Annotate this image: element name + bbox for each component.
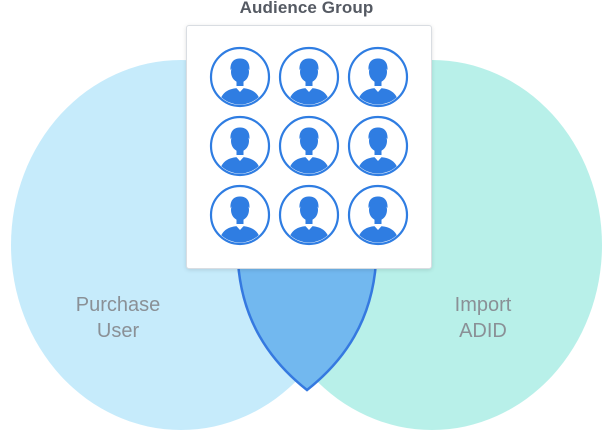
avatar-grid bbox=[209, 46, 409, 253]
intersection-lens bbox=[236, 260, 378, 392]
user-avatar-icon bbox=[347, 184, 409, 246]
user-avatar-icon bbox=[209, 115, 271, 177]
purchase-user-label-line1: Purchase bbox=[75, 294, 161, 316]
user-avatar-icon bbox=[347, 115, 409, 177]
audience-group-card bbox=[186, 25, 432, 269]
import-adid-label-line2: ADID bbox=[459, 320, 507, 342]
audience-group-title: Audience Group bbox=[239, 0, 374, 17]
purchase-user-label-line2: User bbox=[96, 320, 140, 342]
user-avatar-icon bbox=[278, 184, 340, 246]
user-avatar-icon bbox=[347, 46, 409, 108]
import-adid-label: Import ADID bbox=[403, 292, 563, 344]
user-avatar-icon bbox=[209, 184, 271, 246]
import-adid-label-line1: Import bbox=[454, 294, 512, 316]
user-avatar-icon bbox=[209, 46, 271, 108]
user-avatar-icon bbox=[278, 115, 340, 177]
purchase-user-label: Purchase User bbox=[38, 292, 198, 344]
user-avatar-icon bbox=[278, 46, 340, 108]
